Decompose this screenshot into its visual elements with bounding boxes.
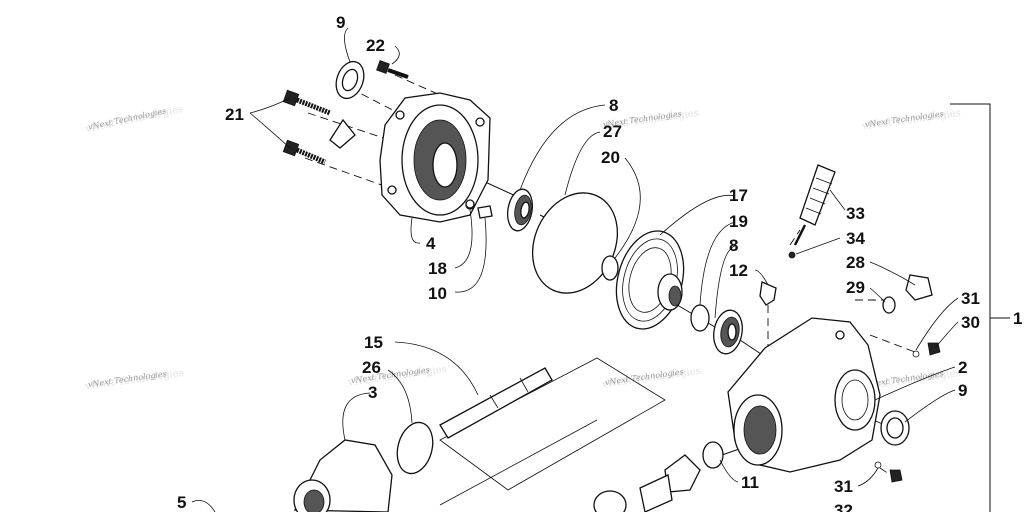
shim-19	[690, 304, 710, 332]
bolts-21	[282, 89, 331, 165]
callout-8-upper: 8	[609, 96, 618, 115]
reference-plane-edge	[439, 419, 598, 506]
callout-28: 28	[846, 253, 865, 272]
callout-8-lower: 8	[729, 236, 738, 255]
gear-case-2	[727, 317, 881, 473]
oil-seal-top	[335, 60, 365, 100]
callout-17: 17	[729, 186, 748, 205]
callout-31-top: 31	[961, 289, 980, 308]
o-ring-27	[531, 192, 619, 294]
callout-30: 30	[961, 313, 980, 332]
callout-12: 12	[729, 261, 748, 280]
callout-33: 33	[846, 204, 865, 223]
bearing-upper	[506, 188, 534, 232]
drive-shaft-15	[439, 367, 553, 439]
callout-9-top: 9	[336, 13, 345, 32]
housing-cover-4	[379, 92, 491, 223]
callout-18: 18	[428, 259, 447, 278]
o-ring-29	[882, 296, 896, 314]
callout-15: 15	[364, 333, 383, 352]
bolt-30	[912, 342, 941, 358]
fitting-12	[759, 281, 777, 306]
callout-26: 26	[362, 358, 381, 377]
callout-32: 32	[834, 501, 853, 512]
pinion-gear	[593, 454, 701, 512]
washer-and-plug	[465, 199, 493, 219]
locking-tab	[329, 118, 356, 149]
ring-gear-17	[615, 230, 685, 330]
callout-2: 2	[958, 358, 967, 377]
callout-labels: 9 22 21 8 27 20 17 19 8 33 34 12 28 29 3…	[177, 13, 1022, 512]
housing-3	[293, 439, 393, 512]
oil-seal-right	[880, 410, 910, 446]
callout-10: 10	[428, 284, 447, 303]
leader-lines	[191, 27, 959, 512]
callout-3: 3	[368, 383, 377, 402]
reference-plane	[439, 357, 666, 491]
callout-22: 22	[366, 36, 385, 55]
callout-5: 5	[177, 493, 186, 512]
callout-4: 4	[426, 234, 436, 253]
callout-11: 11	[741, 473, 759, 492]
callout-9-right: 9	[958, 381, 967, 400]
o-ring-26	[396, 421, 434, 475]
plug-28	[905, 274, 933, 301]
callout-31-bottom: 31	[834, 477, 853, 496]
bushing-11	[702, 441, 724, 469]
bolt-32	[874, 461, 903, 483]
callout-19: 19	[729, 212, 748, 231]
vent-hose-33	[788, 164, 836, 259]
assembly-bracket	[950, 103, 1010, 512]
callout-27: 27	[603, 122, 622, 141]
callout-34: 34	[846, 229, 865, 248]
shim-20	[601, 255, 619, 281]
bearing-lower	[713, 309, 743, 355]
bolt-22	[376, 60, 409, 79]
callout-1: 1	[1013, 309, 1022, 328]
callout-21: 21	[225, 105, 244, 124]
callout-20: 20	[601, 148, 620, 167]
callout-29: 29	[846, 278, 865, 297]
